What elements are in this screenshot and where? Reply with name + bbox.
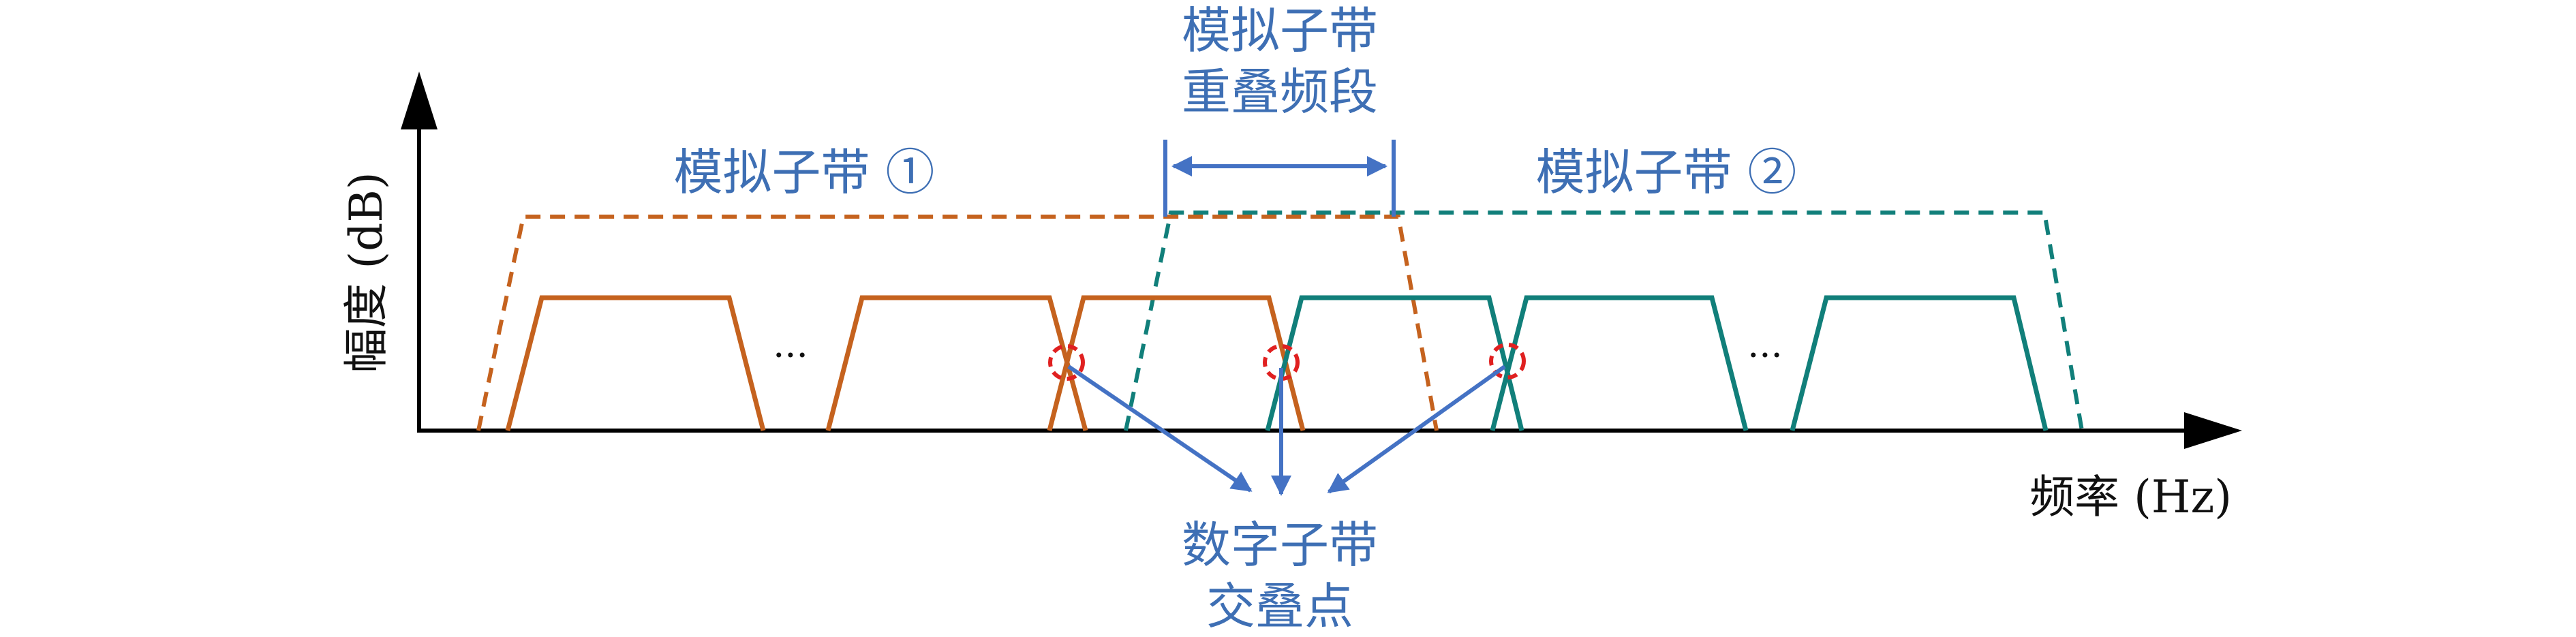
analog-subband-1-label: 模拟子带 ①	[674, 144, 935, 201]
crossover-markers	[1048, 343, 1526, 381]
digital-subband-teal-3	[1790, 295, 2049, 431]
analog-subband-1-envelope	[476, 215, 1439, 431]
digital-subband-orange-1	[505, 295, 766, 431]
overlap-label-line2: 重叠频段	[1182, 63, 1378, 121]
analog-subband-2-label: 模拟子带 ②	[1536, 144, 1797, 201]
digital-subband-teal-2	[1490, 295, 1749, 431]
digital-subbands-teal	[1265, 295, 2049, 431]
crossover-marker-2	[1263, 344, 1300, 381]
y-axis-arrowhead	[401, 72, 438, 129]
ellipsis-left: ···	[773, 334, 808, 377]
crossover-marker-1	[1048, 344, 1085, 381]
overlap-label-line1: 模拟子带	[1182, 2, 1378, 59]
crosspoint-label-line1: 数字子带	[1182, 516, 1378, 574]
crosspoint-label-line2: 交叠点	[1206, 578, 1353, 635]
ellipsis-right: ···	[1747, 334, 1783, 377]
analog-subband-2-envelope	[1124, 211, 2084, 431]
axes	[401, 72, 2242, 449]
digital-subband-orange-2	[825, 295, 1088, 431]
y-axis-label: 幅度 (dB)	[340, 172, 393, 373]
crosspoint-arrow-1	[1067, 364, 1253, 493]
crosspoint-arrows	[1067, 364, 1506, 496]
crossover-marker-3	[1489, 343, 1526, 379]
digital-subbands-orange	[505, 295, 1306, 431]
x-axis-arrowhead	[2184, 412, 2242, 449]
crosspoint-arrow-3	[1327, 364, 1506, 494]
digital-subband-teal-1	[1265, 295, 1524, 431]
overlap-band-bracket	[1163, 140, 1396, 217]
x-axis-label: 频率 (Hz)	[2029, 471, 2232, 523]
